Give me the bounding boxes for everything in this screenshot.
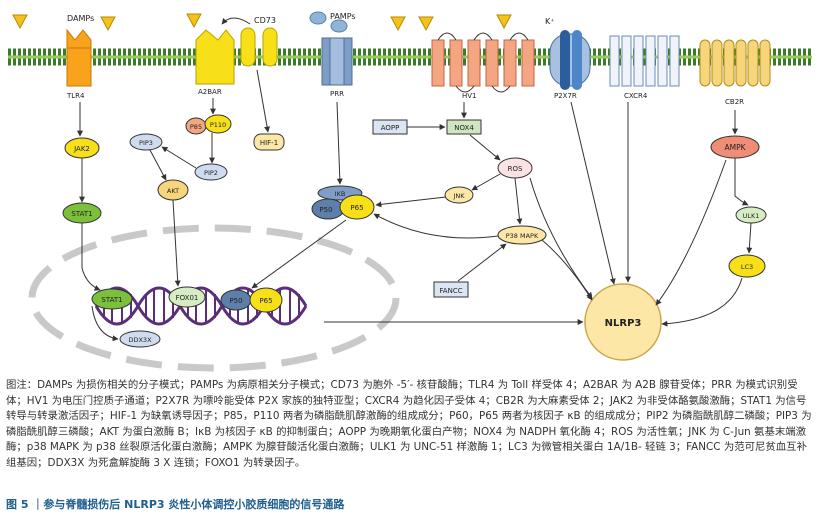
cd73-to-a2bar-arrow [221, 17, 251, 25]
nox4-label: NOX4 [454, 124, 474, 132]
nox4-box [446, 119, 482, 135]
hif1-box [253, 133, 285, 151]
ligand-a2bar [186, 13, 202, 29]
ulk1-label: ULK1 [743, 212, 760, 220]
tlr4-label: TLR4 [66, 92, 85, 100]
ros-label: ROS [508, 165, 523, 173]
jak2-label: JAK2 [73, 145, 90, 153]
pathway-arrows [77, 69, 753, 342]
damps-label: DAMPs [67, 14, 94, 23]
aopp-label: AOPP [381, 124, 400, 132]
ligand-p2x7r [496, 14, 512, 30]
nlrp3-label: NLRP3 [605, 318, 642, 329]
stat1-nuc-node [91, 288, 133, 310]
akt-label: AKT [167, 187, 179, 195]
cb2r-label: CB2R [725, 98, 744, 106]
cell-membrane [8, 45, 812, 69]
p65-nuc-label: P65 [259, 297, 272, 305]
tlr4-receptor [66, 28, 92, 87]
figure-title: 图 5 ｜参与脊髓损伤后 NLRP3 炎性小体调控小胶质细胞的信号通路 [6, 498, 345, 511]
ampk-label: AMPK [724, 143, 746, 152]
ddx3x-label: DDX3X [128, 336, 152, 344]
pip2-node [194, 163, 228, 181]
lc3-label: LC3 [741, 263, 753, 271]
ligand-hv1-left [390, 16, 406, 32]
p38mapk-label: P38 MAPK [506, 232, 539, 240]
p85-label: P85 [190, 123, 202, 131]
damps-ligand-left [12, 14, 28, 30]
hv1-label: HV1 [462, 92, 477, 100]
fancc-box [433, 281, 469, 298]
p2x7r-receptor [549, 30, 591, 90]
p65-top-label: P65 [350, 204, 363, 212]
p2x7r-label: P2X7R [554, 92, 577, 100]
lc3-node [728, 254, 766, 278]
p50-nuc-label: P50 [229, 297, 242, 305]
p38mapk-node [497, 225, 547, 245]
hv1-channel [431, 32, 535, 93]
prr-label: PRR [330, 90, 344, 98]
a2bar-label: A2BAR [198, 88, 222, 96]
stat1-top-label: STAT1 [71, 210, 92, 218]
a2bar-receptor [195, 29, 235, 85]
pip3-node [129, 133, 163, 151]
cxcr4-label: CXCR4 [624, 92, 648, 100]
p65-top-node [339, 194, 375, 220]
cb2r-receptor [699, 39, 771, 87]
cd73-protein [240, 27, 278, 67]
foxo1-label: FOX01 [176, 294, 199, 302]
jnk-node [444, 186, 474, 204]
p110-node [204, 114, 232, 134]
nlrp3-pathway-diagram: DAMPs PAMPs K⁺ TLR4 A2BAR CD73 PRR HV1 [8, 11, 812, 372]
nlrp3-node [584, 283, 662, 361]
p50-top-label: P50 [319, 206, 332, 214]
ikb-label: IKB [335, 190, 346, 198]
pamps-ligand-2 [330, 19, 348, 33]
stat1-nuc-label: STAT1 [101, 296, 122, 304]
nucleus-boundary [28, 224, 400, 372]
ddx3x-node [119, 330, 161, 348]
pip2-label: PIP2 [204, 169, 218, 177]
p110-label: P110 [210, 121, 226, 129]
hif1-label: HIF-1 [260, 139, 278, 147]
prr-receptor [321, 37, 353, 86]
ligand-hv1-right [418, 16, 434, 32]
p65-nuc-node [249, 287, 283, 313]
k-plus-label: K⁺ [545, 17, 554, 26]
cd73-label: CD73 [254, 16, 276, 25]
cxcr4-receptor [609, 35, 680, 87]
figure-caption: 图注：DAMPs 为损伤相关的分子模式；PAMPs 为病原相关分子模式；CD73… [6, 379, 812, 469]
jnk-label: JNK [452, 192, 465, 200]
pip3-label: PIP3 [139, 139, 153, 147]
fancc-label: FANCC [439, 287, 462, 295]
foxo1-node [168, 286, 206, 308]
pamps-label: PAMPs [330, 12, 356, 21]
pamps-ligand-1 [309, 11, 327, 25]
damps-ligand-right [100, 16, 116, 32]
